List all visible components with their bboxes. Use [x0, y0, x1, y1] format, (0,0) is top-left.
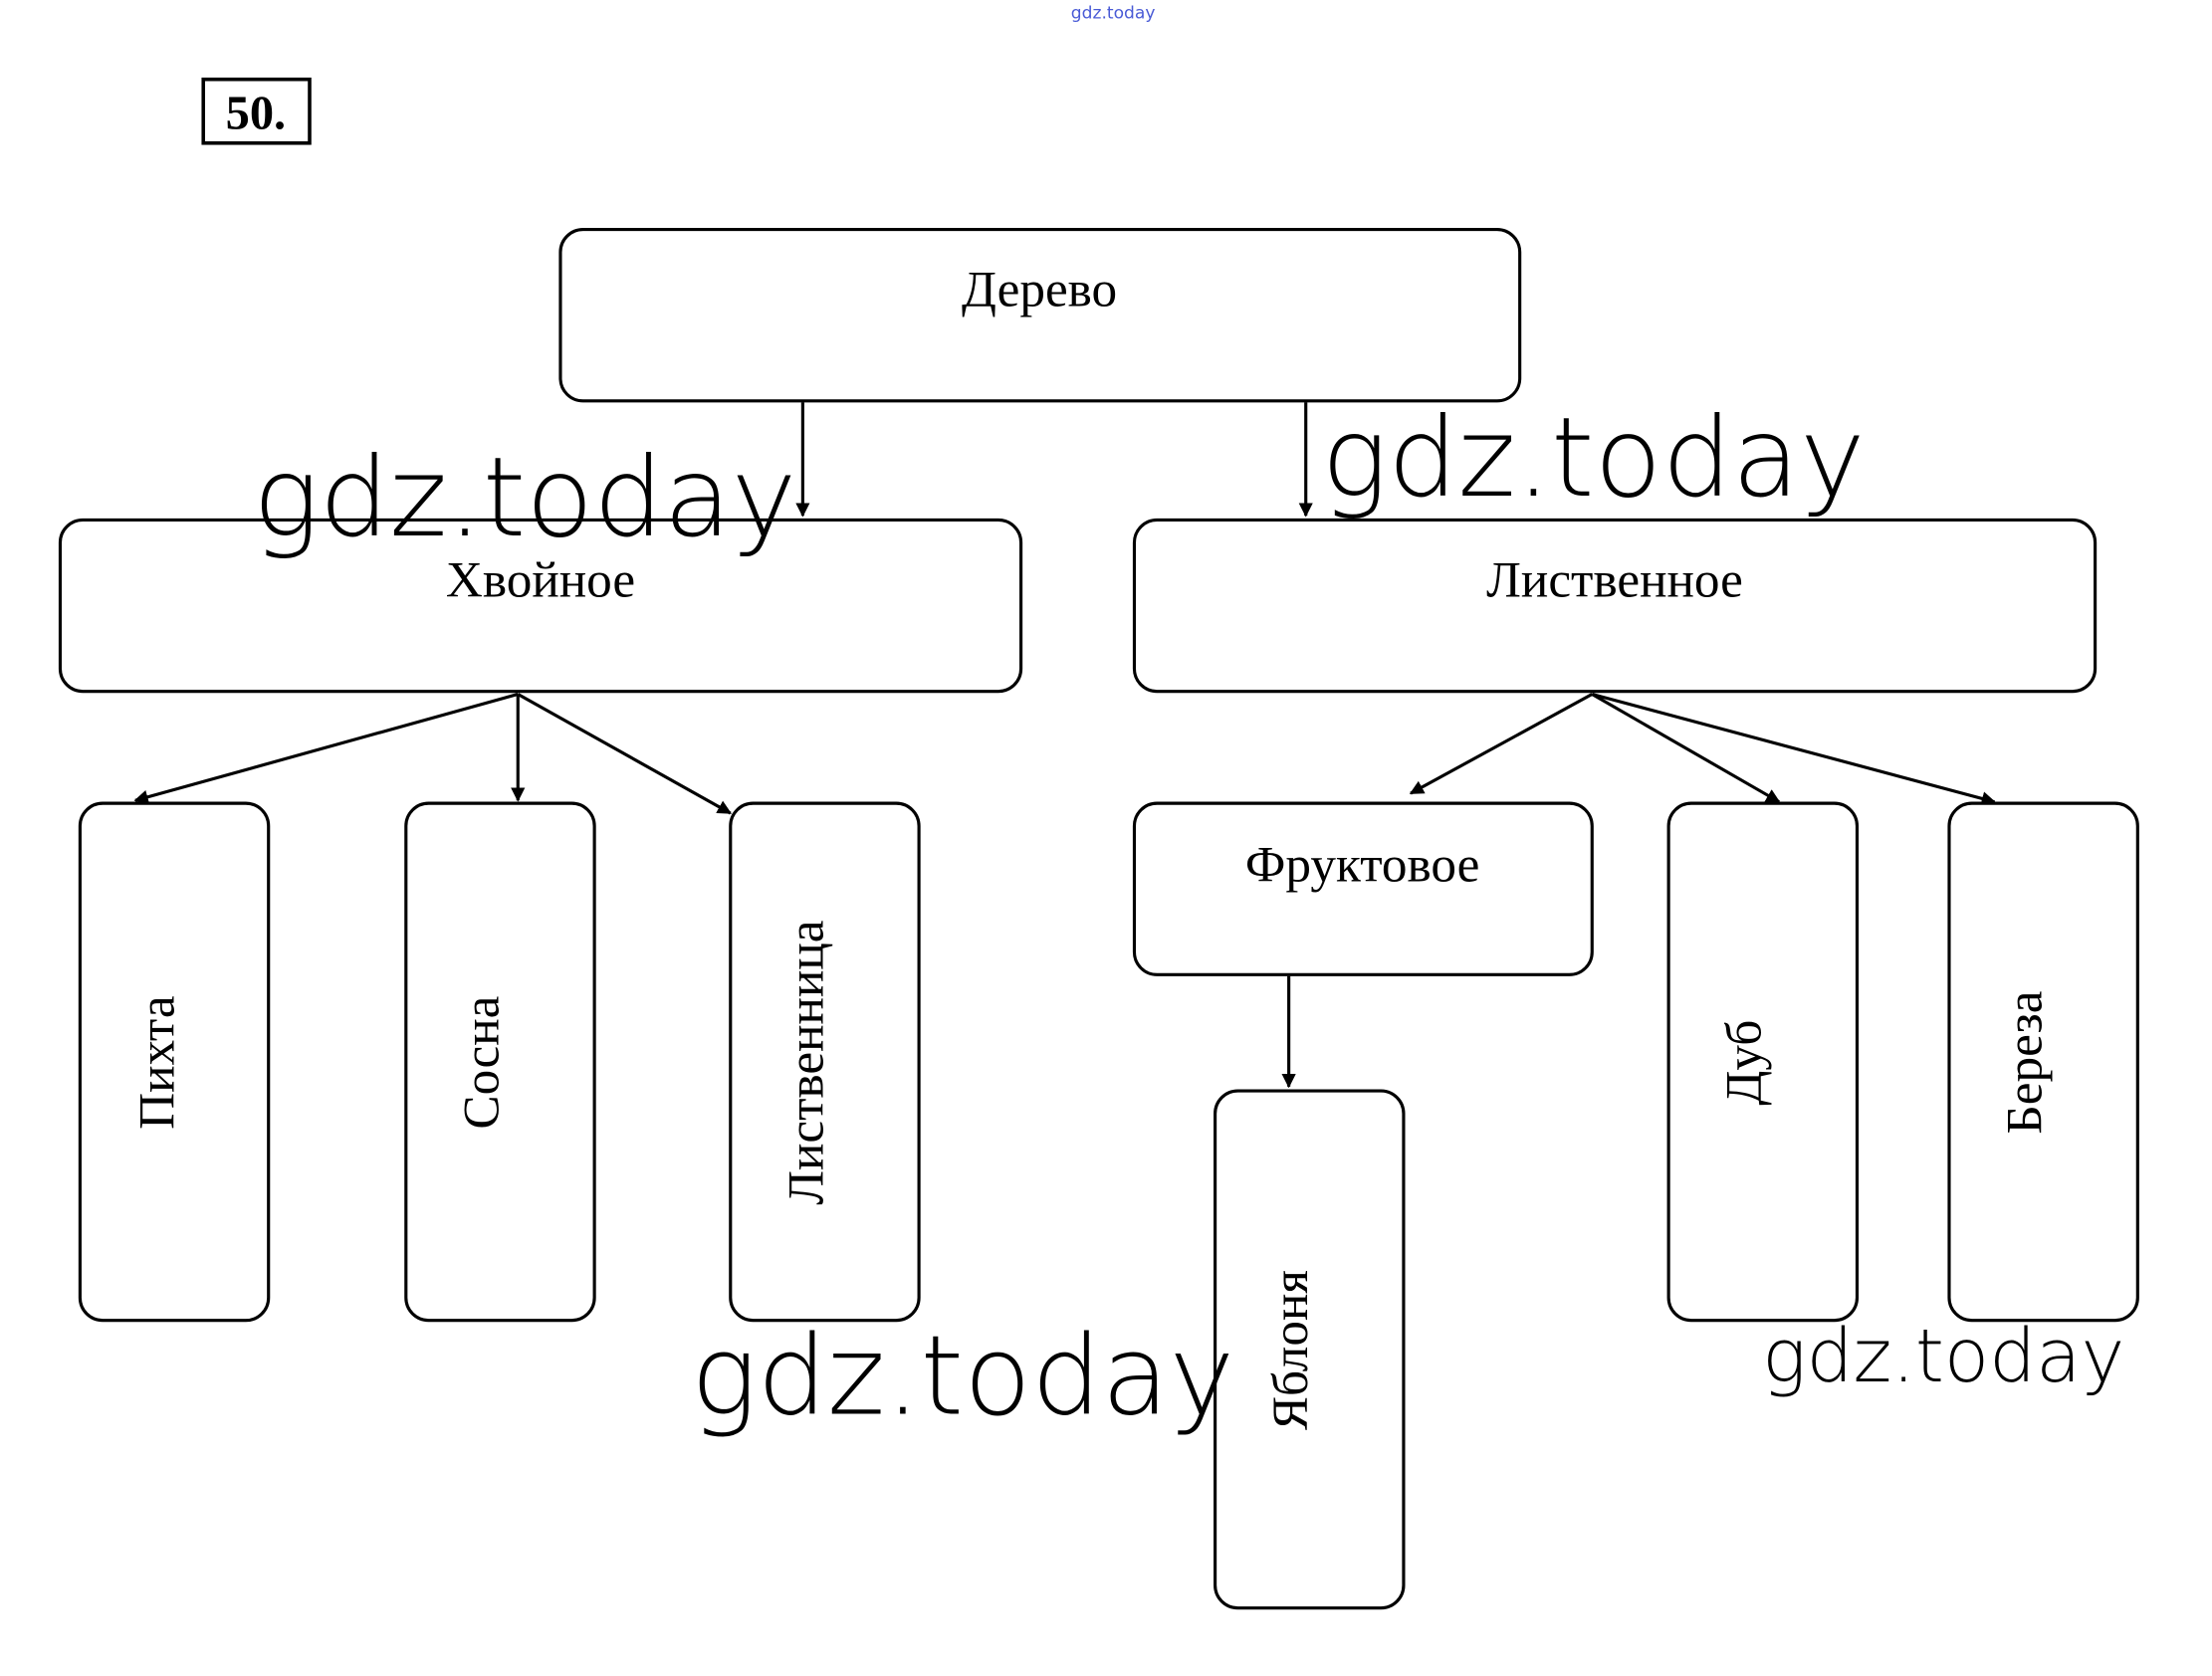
arrow-to-listvennitsa: [517, 693, 733, 815]
node-yablonya: Яблоня: [1214, 1089, 1406, 1610]
node-label: Яблоня: [1262, 1270, 1319, 1430]
node-label: Береза: [1997, 990, 2054, 1134]
node-label: Сосна: [453, 995, 510, 1129]
node-label: Пихта: [128, 995, 185, 1130]
node-dub: Дуб: [1666, 801, 1860, 1323]
node-deciduous: Лиственное: [1132, 518, 2098, 694]
node-label: Хвойное: [446, 551, 635, 608]
watermark: gdz.today: [1321, 394, 1865, 523]
arrow-to-pikhta: [133, 693, 519, 804]
node-label: Дуб: [1716, 1020, 1773, 1106]
exercise-number-box: [201, 77, 312, 145]
top-watermark: gdz.today: [1071, 4, 1156, 24]
exercise-number: 50.: [226, 88, 286, 140]
node-label: Лиственница: [777, 920, 834, 1205]
watermark: gdz.today: [253, 434, 796, 562]
node-coniferous: Хвойное: [58, 518, 1023, 694]
node-fruit: Фруктовое: [1132, 801, 1594, 976]
node-label: Лиственное: [1486, 551, 1743, 608]
node-label: Дерево: [962, 261, 1117, 317]
node-listvennitsa: Лиственница: [729, 801, 921, 1323]
arrow-to-bereza: [1591, 693, 1996, 806]
node-sosna: Сосна: [404, 801, 596, 1323]
watermark: gdz.today: [1762, 1314, 2124, 1399]
node-label: Фруктовое: [1245, 836, 1479, 893]
node-pikhta: Пихта: [78, 801, 271, 1323]
watermark: gdz.today: [691, 1313, 1234, 1441]
node-bereza: Береза: [1947, 801, 2139, 1323]
arrow-to-dub: [1591, 693, 1781, 804]
node-root: Дерево: [558, 228, 1522, 403]
arrow-to-fruit: [1409, 693, 1594, 795]
